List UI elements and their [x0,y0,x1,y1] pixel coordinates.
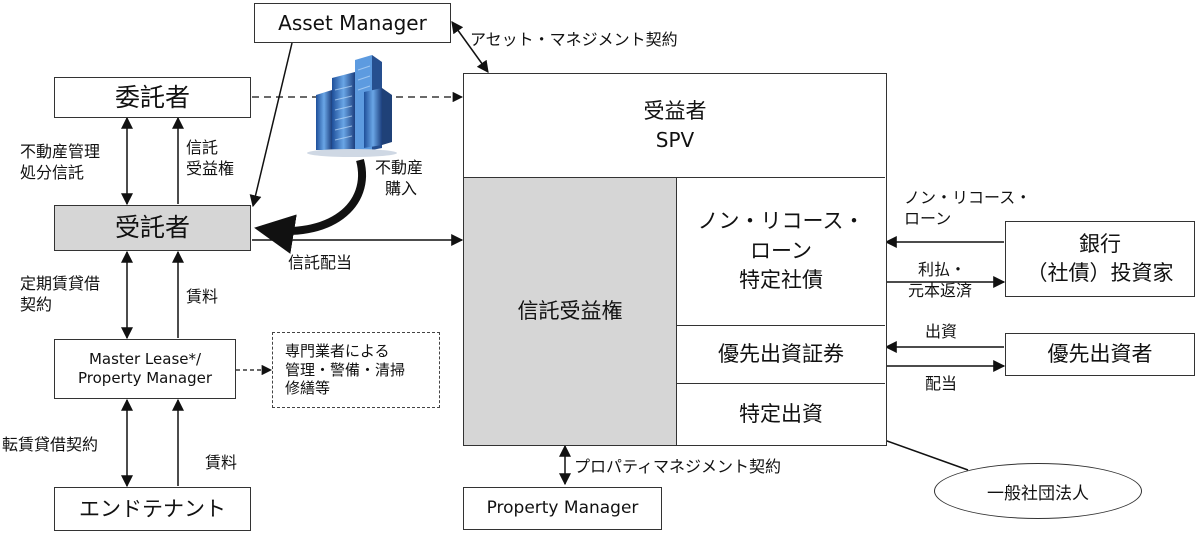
pm-contract-label: プロパティマネジメント契約 [574,457,782,476]
fixed-lease-line2: 契約 [20,294,53,314]
trust-dividend-label: 信託配当 [288,253,353,272]
asset-manager-label: Asset Manager [278,10,427,35]
trust-right-line1: 信託 [186,138,219,157]
general-association-label: 一般社団法人 [987,483,1089,504]
bank-line2: （社債）投資家 [1026,261,1174,285]
re-mgmt-label: 不動産管理 処分信託 [20,142,100,184]
general-association-ellipse: 一般社団法人 [934,463,1142,519]
loan-line1: ノン・リコース・ [904,188,1032,207]
preferred-investor-box: 優先出資者 [1005,333,1195,376]
re-purchase-line1: 不動産 [375,158,424,177]
settlor-label: 委託者 [114,82,190,112]
re-purchase-line2: 購入 [385,178,418,198]
nonrecourse-line3: 特定社債 [739,268,823,293]
master-lease-line1: Master Lease*/ [88,350,202,369]
trust-beneficial-right-label: 信託受益権 [517,299,623,324]
specified-capital-label: 特定出資 [739,402,823,427]
beneficiary-label: 受益者 [643,98,707,123]
preferred-securities-cell: 優先出資証券 [677,325,885,383]
re-mgmt-line2: 処分信託 [20,162,85,182]
property-manager-box: Property Manager [463,487,662,530]
bank-box: 銀行 （社債）投資家 [1005,221,1195,297]
end-tenant-label: エンドテナント [79,496,226,521]
asset-manager-box: Asset Manager [254,3,451,43]
re-purchase-curved-arrow [254,158,366,254]
investment-label: 出資 [925,322,958,341]
nonrecourse-cell: ノン・リコース・ ローン 特定社債 [677,177,885,325]
settlor-box: 委託者 [54,77,251,118]
spv-label: SPV [655,128,695,153]
asset-manager-to-trustee-arrow [249,42,293,208]
specialist-line2: 管理・警備・清掃 [285,360,406,379]
beneficiary-header: 受益者 SPV [464,74,886,177]
fixed-lease-line1: 定期賃貸借 [20,274,101,293]
specialist-line3: 修繕等 [285,379,331,398]
rent-label-1: 賃料 [186,287,219,306]
sublease-label: 転賃貸借契約 [2,435,99,454]
interest-line1: 利払・ [918,260,967,279]
specified-capital-cell: 特定出資 [677,383,885,445]
interest-line2: 元本返済 [908,280,973,300]
trust-right-line2: 受益権 [186,158,235,178]
trustee-label: 受託者 [114,213,190,243]
trust-right-label: 信託 受益権 [186,138,234,180]
preferred-investor-label: 優先出資者 [1047,342,1153,367]
re-mgmt-line1: 不動産管理 [20,142,101,161]
nonrecourse-line2: ローン [750,238,812,263]
re-purchase-label: 不動産 購入 [375,158,423,200]
master-lease-box: Master Lease*/ Property Manager [54,339,236,399]
nonrecourse-line1: ノン・リコース・ [697,209,865,234]
fixed-lease-label: 定期賃貸借 契約 [20,274,100,316]
dividend-label: 配当 [925,374,958,393]
property-manager-label: Property Manager [486,497,639,518]
spv-box: 受益者 SPV 信託受益権 ノン・リコース・ ローン 特定社債 優先出資証券 特… [463,73,887,446]
bank-line1: 銀行 [1079,231,1121,256]
office-building-icon [307,55,397,157]
preferred-securities-label: 優先出資証券 [718,342,844,367]
master-lease-line2: Property Manager [78,369,212,387]
loan-label: ノン・リコース・ ローン [904,188,1031,230]
trustee-box: 受託者 [54,205,251,251]
loan-line2: ローン [904,208,952,228]
trust-beneficial-right-cell: 信託受益権 [464,177,677,445]
rent-label-2: 賃料 [205,453,238,472]
specialist-box: 専門業者による 管理・警備・清掃 修繕等 [272,332,440,408]
specialist-line1: 専門業者による [285,341,390,360]
interest-label: 利払・ 元本返済 [908,260,972,302]
asset-mgmt-contract-label: アセット・マネジメント契約 [470,30,678,49]
asset-management-contract-arrow [451,21,489,73]
end-tenant-box: エンドテナント [54,487,251,531]
